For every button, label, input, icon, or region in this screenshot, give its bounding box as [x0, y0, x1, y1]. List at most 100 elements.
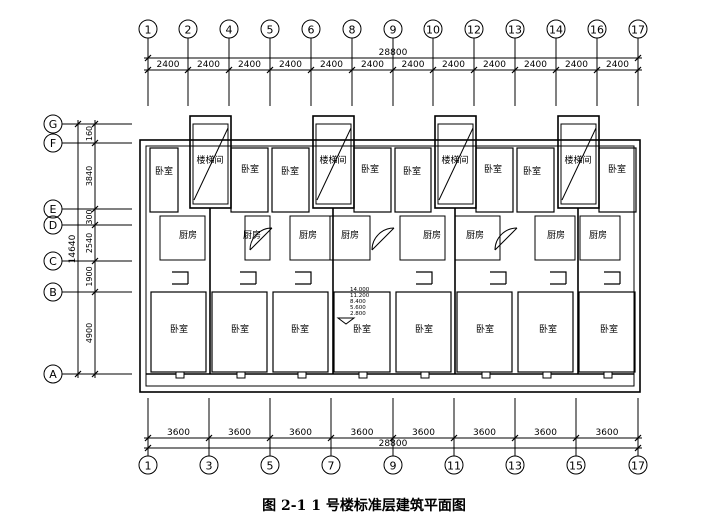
dim-tick — [74, 370, 82, 378]
dim-tick — [389, 66, 397, 74]
dim-tick — [389, 434, 397, 442]
dim-tick — [91, 288, 99, 296]
dim-tick — [348, 66, 356, 74]
bedroom-label: 卧室 — [484, 163, 502, 175]
column-stub — [175, 371, 185, 379]
axis-bubble — [138, 19, 158, 39]
bedroom-label: 卧室 — [353, 323, 371, 335]
elevation-value: 14.000 — [350, 287, 370, 293]
dim-span-top: 2400 — [442, 60, 465, 70]
axis-label: F — [50, 137, 56, 150]
kitchen-wall — [454, 215, 501, 261]
axis-label: C — [49, 255, 57, 268]
dim-span-bottom: 3600 — [596, 428, 619, 438]
dim-tick — [429, 66, 437, 74]
upper-room-wall — [394, 147, 432, 213]
kitchen-wall — [399, 215, 446, 261]
kitchen-wall — [329, 215, 371, 261]
dim-span-left: 300 — [85, 209, 94, 224]
stair-diagonal — [316, 127, 352, 201]
axis-label: 5 — [267, 24, 274, 37]
dim-span-bottom: 3600 — [473, 428, 496, 438]
axis-bubble — [321, 455, 341, 475]
bedroom-label: 卧室 — [155, 165, 173, 177]
dim-tick — [74, 120, 82, 128]
dim-tick — [144, 54, 152, 62]
dim-tick — [634, 54, 642, 62]
bedroom-label: 卧室 — [291, 323, 309, 335]
column-stub — [297, 371, 307, 379]
bedroom-label: 卧室 — [608, 163, 626, 175]
stair-inner — [437, 123, 474, 205]
axis-bubble — [464, 19, 484, 39]
dim-span-top: 2400 — [606, 60, 629, 70]
dim-span-top: 2400 — [279, 60, 302, 70]
bedroom-label: 卧室 — [600, 323, 618, 335]
dim-overall-top: 28800 — [379, 48, 408, 58]
stair-inner — [560, 123, 597, 205]
axis-bubble — [301, 19, 321, 39]
kitchen-label: 厨房 — [243, 229, 261, 241]
upper-room-wall — [598, 147, 637, 213]
wall-outline — [139, 115, 641, 393]
axis-bubble — [342, 19, 362, 39]
dim-span-left: 4900 — [85, 323, 94, 343]
kitchen-label: 厨房 — [589, 229, 607, 241]
elevation-symbol — [336, 317, 356, 325]
stair-label: 楼梯间 — [196, 154, 223, 166]
axis-bubble — [546, 19, 566, 39]
closet-mark — [550, 271, 567, 285]
axis-bubble — [43, 215, 63, 235]
column-stub — [481, 371, 491, 379]
room-labels: 楼梯间楼梯间楼梯间楼梯间卧室卧室卧室卧室卧室卧室卧室卧室厨房厨房厨房厨房厨房厨房… — [155, 154, 626, 335]
axis-bubble — [587, 19, 607, 39]
axis-label: 1 — [145, 460, 152, 473]
stair-label: 楼梯间 — [564, 154, 591, 166]
kitchen-wall — [159, 215, 206, 261]
dim-span-top: 2400 — [565, 60, 588, 70]
dim-tick — [634, 444, 642, 452]
stair-diagonal — [561, 127, 597, 201]
dim-tick — [91, 120, 99, 128]
dim-tick — [225, 66, 233, 74]
dim-tick — [572, 434, 580, 442]
stair-label: 楼梯间 — [441, 154, 468, 166]
elevation-value: 11.200 — [350, 293, 370, 299]
dim-span-top: 2400 — [197, 60, 220, 70]
inner-wall — [145, 145, 635, 387]
axis-bubble — [383, 19, 403, 39]
kitchen-label: 厨房 — [423, 229, 441, 241]
kitchen-label: 厨房 — [299, 229, 317, 241]
axis-label: 12 — [467, 24, 481, 37]
dim-tick — [91, 205, 99, 213]
bedroom-label: 卧室 — [281, 165, 299, 177]
dim-tick — [144, 66, 152, 74]
dim-span-bottom: 3600 — [534, 428, 557, 438]
axis-bubble — [199, 455, 219, 475]
axis-label: E — [50, 203, 57, 216]
bedroom-label: 卧室 — [415, 323, 433, 335]
dim-tick — [470, 66, 478, 74]
kitchen-label: 厨房 — [547, 229, 565, 241]
column-stub — [542, 371, 552, 379]
axis-label: 17 — [631, 24, 645, 37]
axis-label: 3 — [206, 460, 213, 473]
dim-tick — [634, 66, 642, 74]
stair-inner — [192, 123, 229, 205]
door-swing — [371, 227, 395, 251]
bedroom-label: 卧室 — [361, 163, 379, 175]
bedroom-label: 卧室 — [476, 323, 494, 335]
dim-tick — [91, 221, 99, 229]
dim-span-top: 2400 — [361, 60, 384, 70]
upper-room-wall — [353, 147, 392, 213]
axis-bubble — [628, 19, 648, 39]
dim-span-top: 2400 — [483, 60, 506, 70]
closet-mark — [295, 271, 312, 285]
column-stub — [420, 371, 430, 379]
axis-label: A — [49, 368, 57, 381]
bedroom-label: 卧室 — [170, 323, 188, 335]
bedroom-label: 卧室 — [231, 323, 249, 335]
axis-bubble — [505, 19, 525, 39]
